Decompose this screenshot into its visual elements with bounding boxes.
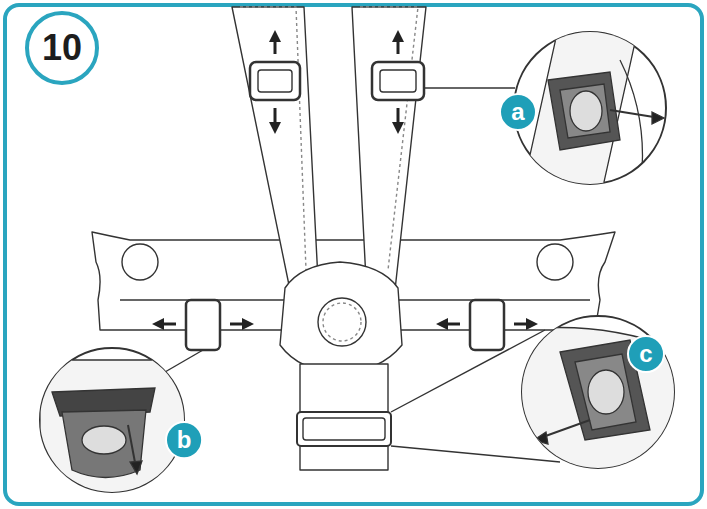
- leader-lines: [165, 88, 560, 462]
- frame: [5, 5, 702, 504]
- node-text: a: [511, 100, 524, 124]
- circle-shape: [27, 13, 97, 83]
- node-text: c: [639, 342, 652, 366]
- callout-letter: c: [627, 335, 665, 373]
- detail-c: [520, 316, 680, 470]
- callout-letter: a: [499, 93, 537, 131]
- adjust-arrows: [158, 36, 532, 324]
- detail-b: [40, 348, 190, 500]
- circle-shape: [500, 94, 536, 130]
- node-text: b: [177, 428, 192, 452]
- callout-letter: b: [165, 421, 203, 459]
- node-text: 10: [42, 30, 82, 66]
- circle-shape: [166, 422, 202, 458]
- step-number: 10: [25, 11, 99, 85]
- circle-shape: [628, 336, 664, 372]
